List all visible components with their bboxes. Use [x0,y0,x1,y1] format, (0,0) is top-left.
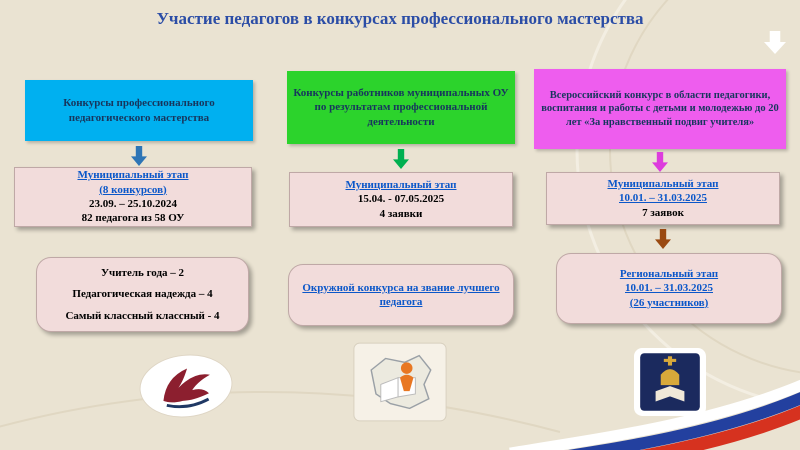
district-contest-link[interactable]: Окружной конкурса на звание лучшего педа… [302,281,500,308]
district-contest-box-col2: Окружной конкурса на звание лучшего педа… [288,264,514,326]
municipal-stage-link-col3[interactable]: Муниципальный этап [607,178,719,191]
brown-down-arrow-icon [655,229,671,249]
stage-dates-col2: 15.04. - 07.05.2025 [357,193,445,206]
stage-stats-col3: 7 заявок [642,206,684,219]
municipal-stage-box-col1: Муниципальный этап (8 конкурсов) 23.09. … [14,167,252,227]
page-title: Участие педагогов в конкурсах профессион… [156,9,644,28]
stage-dates-link-col3[interactable]: 10.01. – 31.03.2025 [619,192,707,205]
magenta-down-arrow-icon [652,152,668,172]
municipal-stage-box-col2: Муниципальный этап 15.04. - 07.05.2025 4… [289,172,513,227]
za-nravstvenny-podvig-emblem [634,348,706,416]
stage-stats-col1: 82 педагога из 58 ОУ [81,212,185,225]
regional-stage-link[interactable]: Региональный этап [619,268,719,281]
pelican-teacher-of-the-year-logo [139,354,233,418]
stage-stats-col2: 4 заявки [379,207,423,220]
stage-dates-col1: 23.09. – 25.10.2024 [89,198,177,210]
blue-down-arrow-icon [131,146,147,166]
header-text-col3: Всероссийский конкурс в области педагоги… [541,89,779,128]
municipal-stage-link-col2[interactable]: Муниципальный этап [345,179,457,192]
result-line-teacher-of-year: Учитель года – 2 [100,267,185,280]
regional-dates-link[interactable]: 10.01. – 31.03.2025 [625,282,713,295]
header-box-municipal-ou-competitions: Конкурсы работников муниципальных ОУ по … [287,71,515,144]
result-line-classiest-class: Самый классный классный - 4 [65,309,220,322]
header-text-col1: Конкурсы профессионального педагогическо… [63,97,215,124]
result-line-pedagogical-hope: Педагогическая надежда – 4 [72,288,213,301]
regional-stage-box-col3: Региональный этап 10.01. – 31.03.2025 (2… [556,253,782,324]
region-map-with-figure-logo [353,342,447,422]
header-text-col2: Конкурсы работников муниципальных ОУ по … [293,87,509,128]
white-down-arrow-icon [764,31,786,54]
municipal-stage-link-col1[interactable]: Муниципальный этап [77,169,189,182]
header-box-all-russian-contest: Всероссийский конкурс в области педагоги… [534,69,786,149]
results-box-col1: Учитель года – 2 Педагогическая надежда … [36,257,249,332]
regional-participants-link[interactable]: (26 участников) [629,296,709,309]
municipal-stage-box-col3: Муниципальный этап 10.01. – 31.03.2025 7… [546,172,780,225]
header-box-pedagogical-mastery: Конкурсы профессионального педагогическо… [25,80,253,141]
green-down-arrow-icon [393,149,409,169]
contest-count-link-col1[interactable]: (8 конкурсов) [99,183,167,196]
